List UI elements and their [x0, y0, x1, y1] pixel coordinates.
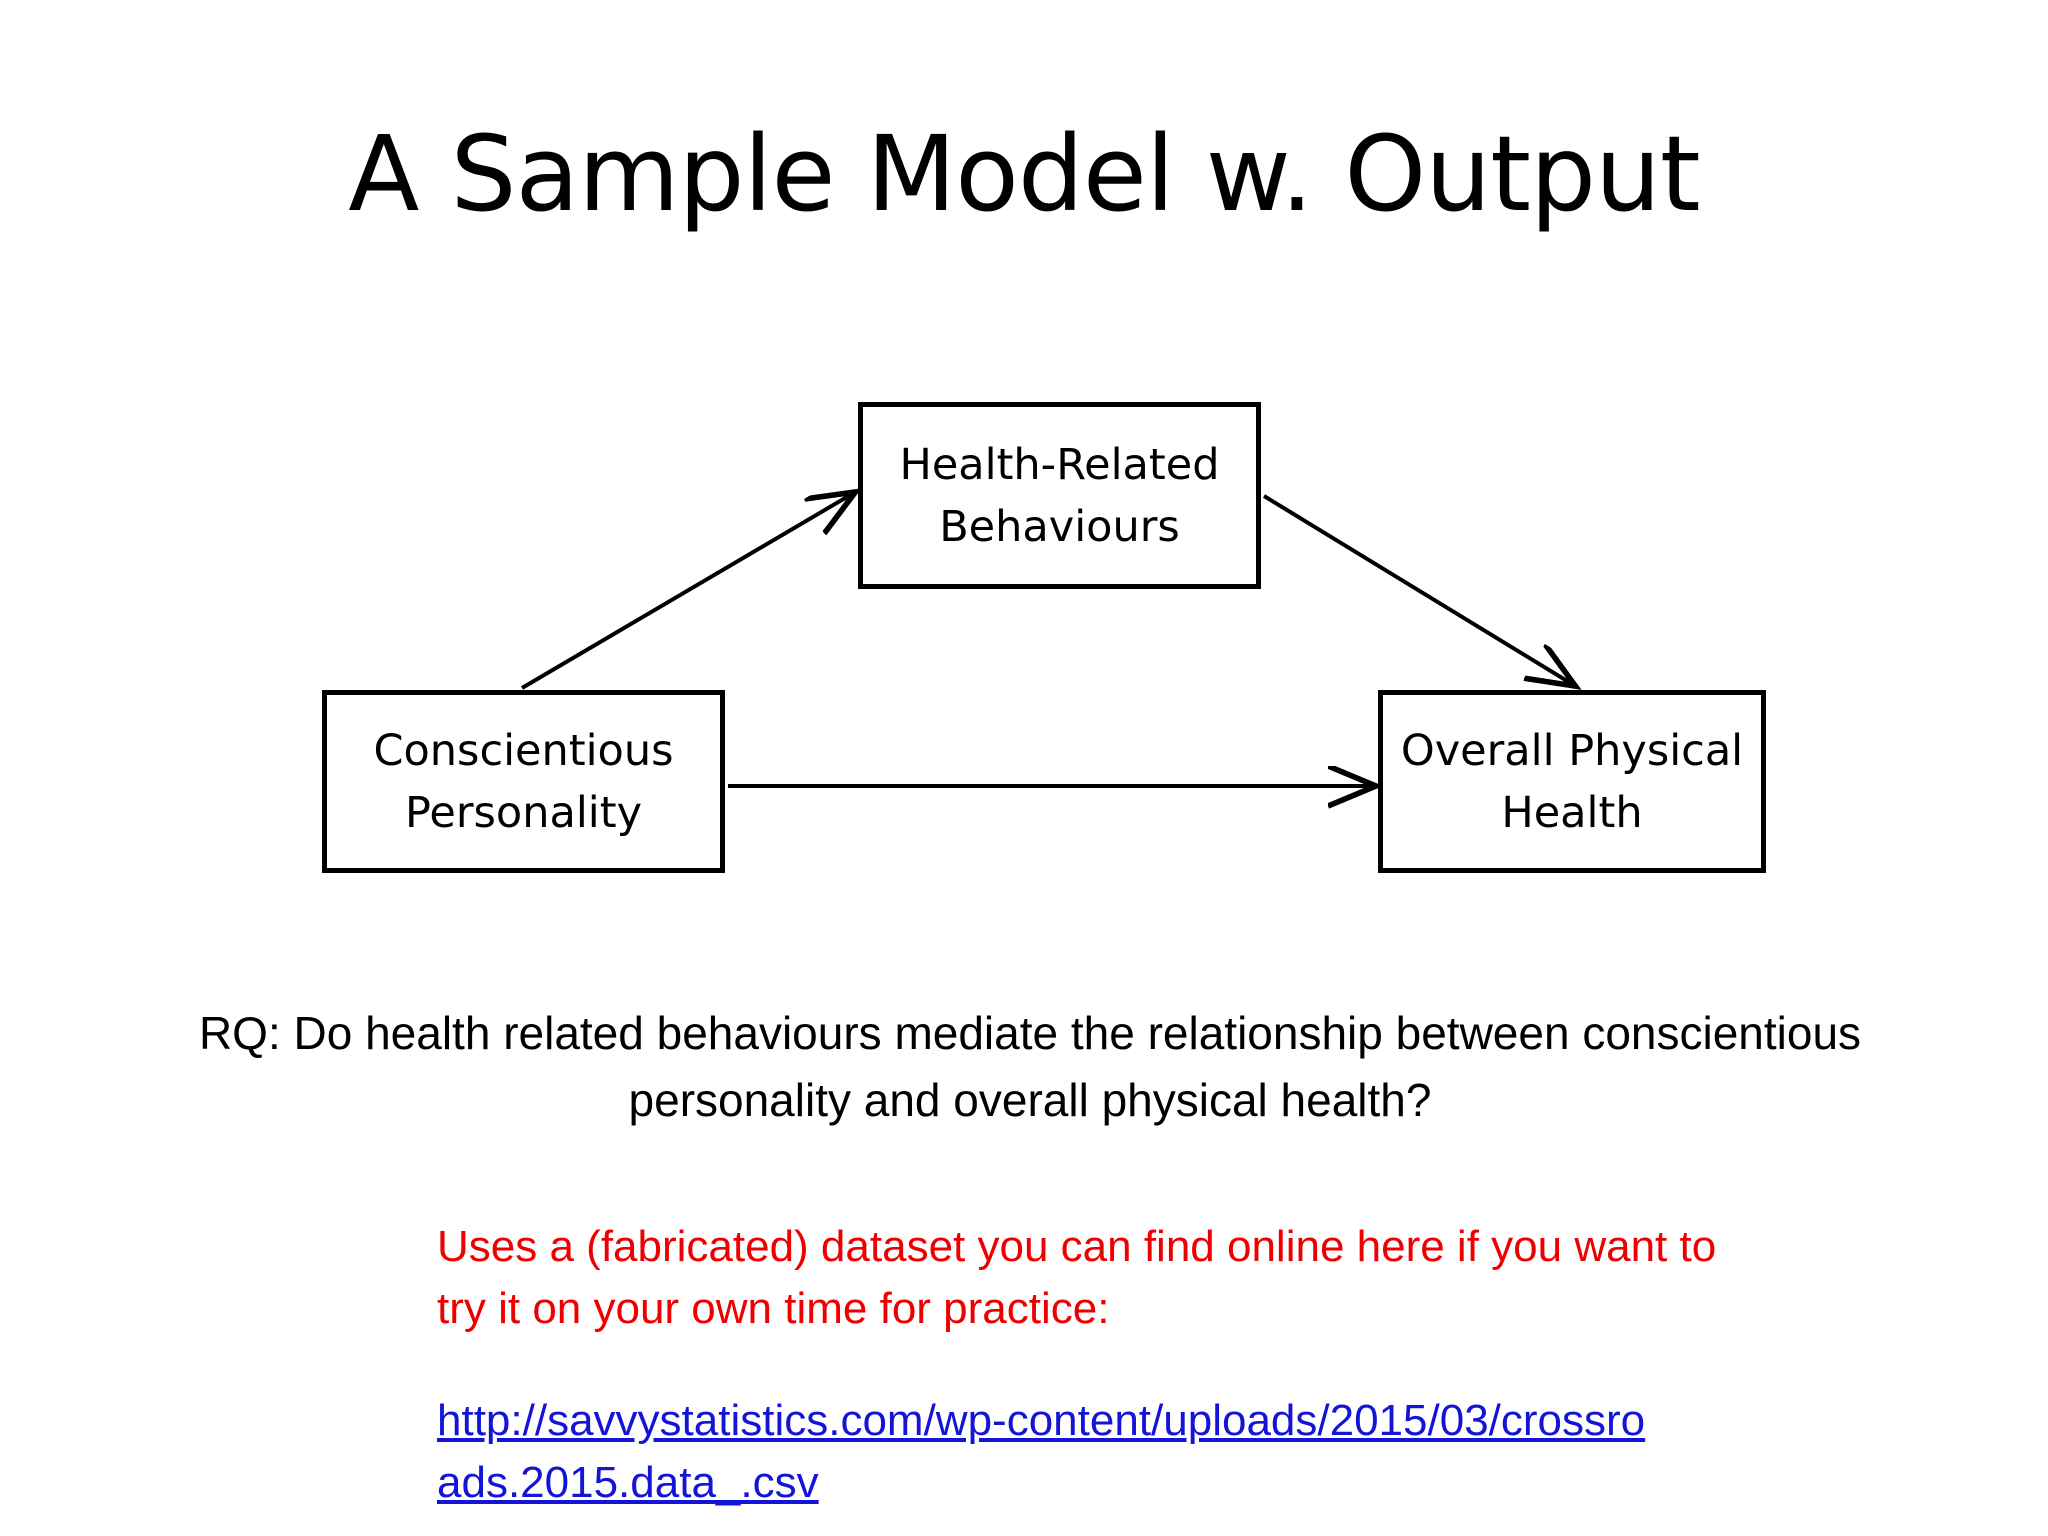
node-health-related-behaviours: Health-Related Behaviours: [858, 402, 1261, 589]
node-label: Conscientious Personality: [373, 725, 674, 838]
dataset-csv-link[interactable]: http://savvystatistics.com/wp-content/up…: [437, 1396, 1646, 1507]
dataset-note-text: Uses a (fabricated) dataset you can find…: [437, 1222, 1717, 1333]
mediation-model-diagram: Health-Related Behaviours Conscientious …: [322, 0, 2048, 1000]
arrow-behaviours-to-health: [1262, 494, 1572, 684]
node-overall-physical-health: Overall Physical Health: [1378, 690, 1766, 873]
node-label: Health-Related Behaviours: [899, 439, 1220, 552]
node-label: Overall Physical Health: [1400, 725, 1744, 838]
arrow-personality-to-behaviours: [520, 494, 852, 690]
diagram-arrows-layer: [520, 0, 2048, 1000]
node-conscientious-personality: Conscientious Personality: [322, 690, 725, 873]
research-question-text: RQ: Do health related behaviours mediate…: [198, 1007, 1862, 1126]
page-title: A Sample Model w. Output: [348, 113, 1700, 235]
